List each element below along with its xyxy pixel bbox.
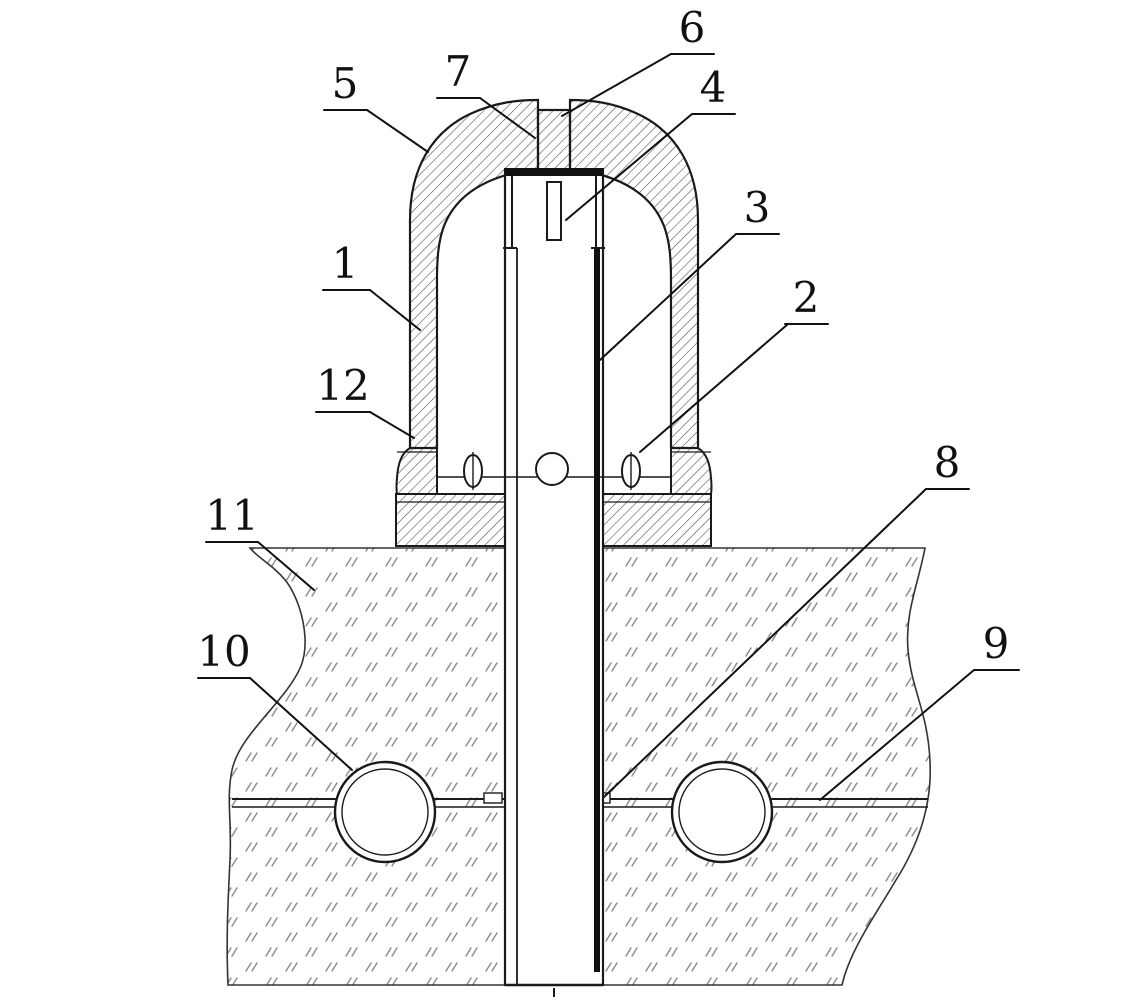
svg-text:5: 5 bbox=[332, 59, 359, 108]
svg-text:12: 12 bbox=[316, 361, 369, 410]
inner-rod bbox=[546, 181, 562, 241]
leader-line-11 bbox=[257, 541, 315, 591]
label-6: 6 bbox=[561, 3, 715, 117]
leader-line-10 bbox=[249, 677, 353, 771]
dome-cap bbox=[395, 98, 713, 495]
leader-line-3 bbox=[599, 233, 737, 361]
top-plug bbox=[504, 108, 604, 176]
label-5: 5 bbox=[323, 59, 429, 153]
label-10: 10 bbox=[197, 627, 353, 771]
seam-layer bbox=[232, 760, 928, 864]
leader-line-8 bbox=[603, 488, 927, 798]
label-7: 7 bbox=[436, 47, 536, 139]
center-valve-ball bbox=[535, 452, 569, 486]
leader-line-6 bbox=[561, 53, 672, 117]
reference-labels: 1 2 3 4 5 6 7 bbox=[197, 3, 1020, 801]
label-4: 4 bbox=[565, 63, 736, 221]
label-3: 3 bbox=[599, 183, 780, 361]
svg-text:10: 10 bbox=[197, 627, 250, 676]
leader-line-2 bbox=[639, 323, 789, 453]
leader-line-9 bbox=[819, 669, 975, 801]
svg-text:2: 2 bbox=[793, 273, 820, 322]
leader-line-1 bbox=[369, 289, 421, 331]
label-11: 11 bbox=[205, 491, 315, 591]
svg-text:9: 9 bbox=[983, 619, 1010, 668]
leader-line-7 bbox=[479, 97, 536, 139]
corner-block-right bbox=[670, 447, 713, 495]
label-8: 8 bbox=[603, 438, 970, 798]
leader-line-5 bbox=[366, 109, 429, 153]
svg-text:1: 1 bbox=[332, 239, 359, 288]
label-1: 1 bbox=[322, 239, 421, 331]
svg-text:11: 11 bbox=[205, 491, 258, 540]
seam-notch-left bbox=[483, 792, 503, 804]
center-pipe bbox=[504, 176, 604, 988]
label-9: 9 bbox=[819, 619, 1020, 801]
svg-text:4: 4 bbox=[700, 63, 727, 112]
svg-text:7: 7 bbox=[445, 47, 472, 96]
svg-text:3: 3 bbox=[744, 183, 771, 232]
corner-block-left bbox=[395, 447, 438, 495]
svg-text:8: 8 bbox=[934, 438, 961, 487]
leader-line-4 bbox=[565, 113, 693, 221]
svg-text:6: 6 bbox=[679, 3, 706, 52]
leader-line-12 bbox=[369, 411, 415, 439]
pipe-top-bar bbox=[504, 168, 604, 176]
pipe-walls bbox=[503, 170, 605, 997]
label-12: 12 bbox=[315, 361, 415, 439]
label-2: 2 bbox=[639, 273, 829, 453]
